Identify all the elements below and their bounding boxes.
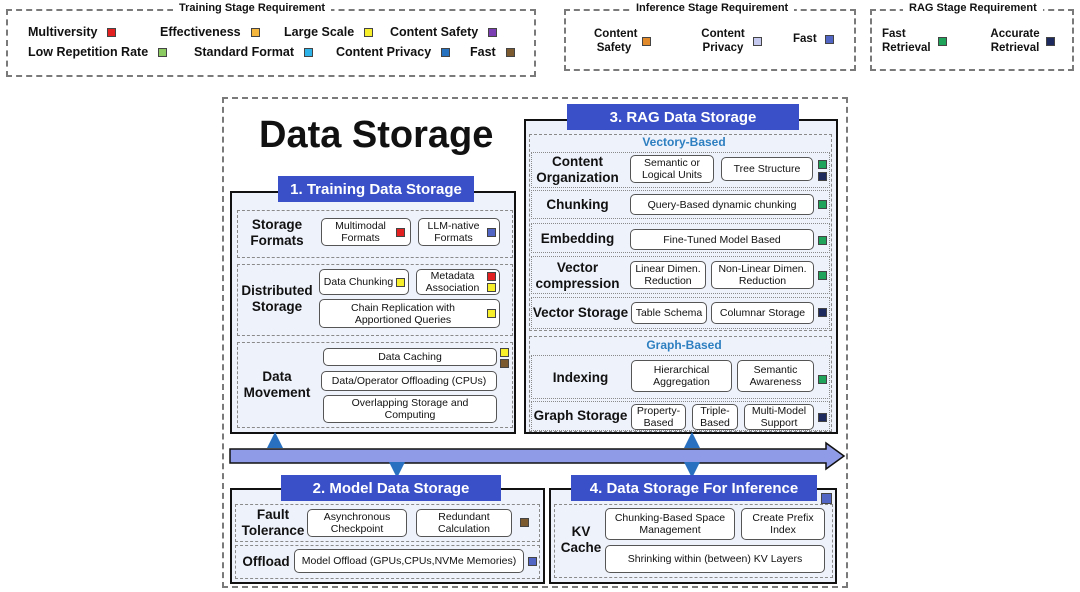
marker-fast-1 <box>500 359 509 368</box>
marker-fast-retrieval-1 <box>818 160 827 169</box>
legend-large-scale: Large Scale <box>284 25 374 39</box>
marker-accurate-retrieval-3 <box>818 413 827 422</box>
marker-inf-fast-2 <box>821 493 832 504</box>
legend-inf-fast: Fast <box>793 33 834 45</box>
rag-legend-title: RAG Stage Requirement <box>903 2 1043 14</box>
marker-multiversity-2 <box>487 272 496 281</box>
marker-fast-retrieval-4 <box>818 271 827 280</box>
metadata-association: Metadata Association <box>416 269 500 295</box>
legend-low-repetition: Low Repetition Rate <box>28 45 168 59</box>
content-org-row <box>531 152 830 188</box>
marker-large-scale-1 <box>396 278 405 287</box>
legend-multiversity: Multiversity <box>28 25 117 39</box>
legend-standard-format: Standard Format <box>194 45 314 59</box>
distributed-storage-label: Distributed Storage <box>241 283 313 314</box>
vector-compression-label: Vector compression <box>535 260 620 291</box>
marker-content-privacy <box>487 228 496 237</box>
embedding-row <box>531 223 830 253</box>
graph-storage-label: Graph Storage <box>533 408 628 423</box>
vector-storage-row <box>531 297 830 329</box>
graph-based-group <box>529 336 832 432</box>
semantic-awareness: Semantic Awareness <box>737 360 814 392</box>
legend-content-privacy: Content Privacy <box>336 45 451 59</box>
distributed-storage-group <box>237 264 513 336</box>
kv-cache-label: KV Cache <box>560 524 602 555</box>
fine-tuned-model: Fine-Tuned Model Based <box>630 229 814 250</box>
rag-title: 3. RAG Data Storage <box>567 104 799 130</box>
storage-formats-group <box>237 210 513 258</box>
graph-based-title: Graph-Based <box>646 338 722 352</box>
model-offload: Model Offload (GPUs,CPUs,NVMe Memories) <box>294 549 524 573</box>
shrinking-kv-layers: Shrinking within (between) KV Layers <box>605 545 825 573</box>
chunking-label: Chunking <box>546 196 609 212</box>
kv-cache-group <box>554 504 833 578</box>
marker-fast-retrieval-3 <box>818 236 827 245</box>
marker-large-scale-2 <box>487 283 496 292</box>
nonlinear-dimen-reduction: Non-Linear Dimen. Reduction <box>711 261 814 289</box>
indexing-row <box>531 355 830 399</box>
storage-formats-label: Storage Formats <box>250 217 304 248</box>
columnar-storage: Columnar Storage <box>711 302 814 324</box>
chain-replication: Chain Replication with Apportioned Queri… <box>319 299 500 328</box>
content-org-label: Content Organization <box>536 154 619 185</box>
main-title: Data Storage <box>259 114 494 156</box>
indexing-label: Indexing <box>552 370 609 385</box>
semantic-logical-units: Semantic or Logical Units <box>630 155 714 183</box>
marker-fast-retrieval-5 <box>818 375 827 384</box>
hierarchical-aggregation: Hierarchical Aggregation <box>631 360 732 392</box>
legend-content-safety: Content Safety <box>390 25 498 39</box>
redundant-calculation: Redundant Calculation <box>416 509 512 537</box>
fault-tolerance-group <box>235 504 540 542</box>
marker-large-scale-3 <box>487 309 496 318</box>
query-based-chunking: Query-Based dynamic chunking <box>630 194 814 215</box>
vector-based-title: Vectory-Based <box>642 135 726 149</box>
inference-legend-title: Inference Stage Requirement <box>630 2 795 14</box>
vector-compression-row <box>531 256 830 294</box>
marker-fast-2 <box>520 518 529 527</box>
tree-structure: Tree Structure <box>721 157 813 181</box>
create-prefix-index: Create Prefix Index <box>741 508 825 540</box>
marker-accurate-retrieval-2 <box>818 308 827 317</box>
vector-based-group <box>529 134 832 331</box>
legend-inf-content-safety: Content Safety <box>594 27 651 55</box>
legend-effectiveness: Effectiveness <box>160 25 260 39</box>
vector-storage-label: Vector Storage <box>532 305 629 320</box>
marker-multiversity <box>396 228 405 237</box>
data-operator-offloading: Data/Operator Offloading (CPUs) <box>321 371 497 391</box>
table-schema: Table Schema <box>631 302 707 324</box>
chunking-row <box>531 190 830 219</box>
marker-large-scale-4 <box>500 348 509 357</box>
overlapping-storage: Overlapping Storage and Computing <box>323 395 497 423</box>
training-legend-title: Training Stage Requirement <box>173 2 332 14</box>
linear-dimen-reduction: Linear Dimen. Reduction <box>630 261 706 289</box>
legend-fast: Fast <box>470 45 515 59</box>
model-title: 2. Model Data Storage <box>281 475 501 501</box>
data-movement-label: Data Movement <box>243 369 311 400</box>
marker-fast-retrieval-2 <box>818 200 827 209</box>
inference-title: 4. Data Storage For Inference <box>571 475 817 501</box>
data-storage-frame <box>222 97 848 588</box>
fault-tolerance-label: Fault Tolerance <box>241 507 305 538</box>
multi-model-support: Multi-Model Support <box>744 404 814 430</box>
data-caching: Data Caching <box>323 348 497 366</box>
marker-inf-fast-1 <box>528 557 537 566</box>
triple-based: Triple-Based <box>692 404 738 430</box>
data-movement-group <box>237 342 513 428</box>
legend-accurate-retrieval: Accurate Retrieval <box>990 27 1055 55</box>
legend-inf-content-privacy: Content Privacy <box>701 27 762 55</box>
graph-storage-row <box>531 401 830 431</box>
marker-accurate-retrieval-1 <box>818 172 827 181</box>
llm-native-formats: LLM-native Formats <box>418 218 500 246</box>
offload-group <box>235 545 540 579</box>
training-title: 1. Training Data Storage <box>278 176 474 202</box>
training-legend <box>6 9 536 77</box>
chunking-space-management: Chunking-Based Space Management <box>605 508 735 540</box>
offload-label: Offload <box>242 554 290 569</box>
multimodal-formats: Multimodal Formats <box>321 218 411 246</box>
data-chunking: Data Chunking <box>319 269 409 295</box>
embedding-label: Embedding <box>540 231 615 246</box>
legend-fast-retrieval: Fast Retrieval <box>882 27 947 55</box>
async-checkpoint: Asynchronous Checkpoint <box>307 509 407 537</box>
property-based: Property-Based <box>631 404 686 430</box>
